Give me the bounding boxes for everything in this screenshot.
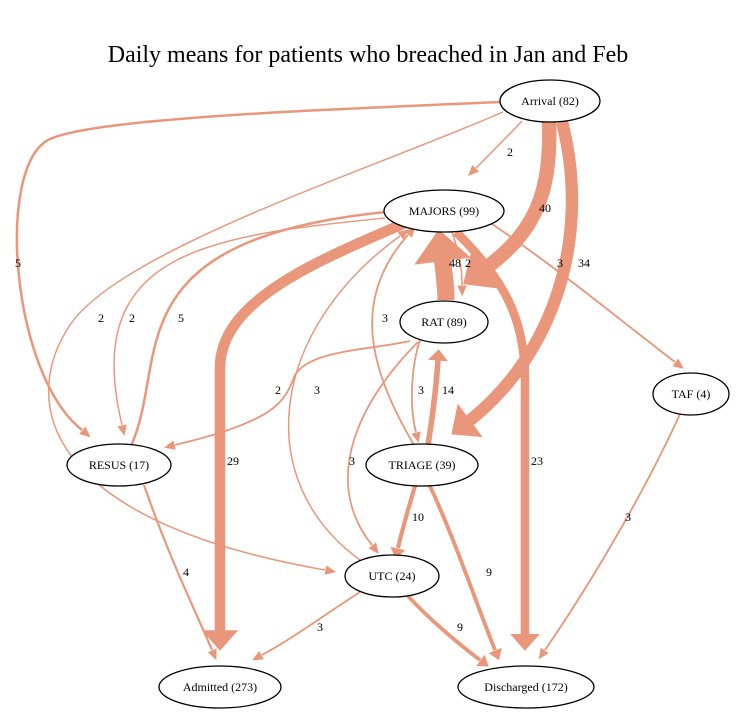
edge-label: 3 — [349, 454, 355, 468]
node-triage: TRIAGE (39) — [365, 443, 479, 487]
edge — [395, 485, 418, 549]
edge-arrowhead — [368, 542, 379, 554]
edge — [129, 210, 387, 447]
node-majors-label: MAJORS (99) — [409, 204, 479, 218]
node-taf: TAF (4) — [652, 372, 730, 416]
edge-label: 3 — [314, 383, 320, 397]
edge-arrowhead — [390, 546, 406, 559]
edge-arrowhead — [672, 358, 684, 369]
edge-arrowhead — [201, 630, 239, 651]
node-utc: UTC (24) — [344, 554, 440, 598]
edge-label: 2 — [129, 311, 135, 325]
edge — [452, 228, 530, 640]
edge-label: 2 — [98, 311, 104, 325]
edge — [475, 120, 523, 169]
edge-label: 10 — [412, 510, 424, 524]
node-taf-label: TAF (4) — [672, 387, 711, 401]
edge-label: 9 — [486, 565, 492, 579]
edge-label: 9 — [457, 620, 463, 634]
nodes-layer: Arrival (82) MAJORS (99) RAT (89) TAF (4… — [66, 79, 730, 709]
edge-arrowhead — [468, 164, 480, 176]
edge-arrowhead — [510, 633, 540, 651]
edge-label: 23 — [531, 454, 543, 468]
node-resus-label: RESUS (17) — [89, 458, 149, 472]
edge — [347, 341, 419, 546]
edge-arrowhead — [414, 229, 471, 265]
node-arrival: Arrival (82) — [499, 79, 601, 123]
edge-label: 3 — [557, 256, 563, 270]
edge-arrowhead — [404, 226, 416, 238]
edge-arrowhead — [164, 440, 176, 450]
edge — [451, 231, 463, 286]
node-discharged: Discharged (172) — [457, 665, 595, 709]
edge-arrowhead — [397, 229, 410, 240]
edge-label: 29 — [227, 454, 239, 468]
node-arrival-label: Arrival (82) — [521, 94, 579, 108]
edge-arrowhead — [488, 647, 502, 661]
edge — [428, 485, 497, 651]
edge — [371, 234, 415, 446]
edge-arrowhead — [207, 648, 217, 661]
edge-arrowhead — [451, 403, 483, 438]
edge — [491, 223, 676, 363]
node-admitted: Admitted (273) — [158, 665, 282, 709]
edge — [15, 100, 501, 431]
edge-label: 2 — [507, 145, 513, 159]
edge-label: 5 — [178, 311, 184, 325]
edge-label: 34 — [578, 256, 590, 270]
edge-label: 3 — [382, 311, 388, 325]
edge — [456, 120, 579, 433]
edge-label: 3 — [418, 383, 424, 397]
edge-label: 3 — [317, 620, 323, 634]
node-majors: MAJORS (99) — [383, 189, 505, 233]
edge-label: 2 — [275, 383, 281, 397]
node-rat-label: RAT (89) — [421, 315, 466, 329]
edge — [406, 594, 482, 662]
edge-arrowhead — [538, 647, 549, 660]
edge — [47, 111, 504, 571]
edge — [214, 218, 408, 640]
edge — [142, 484, 213, 651]
diagram-title: Daily means for patients who breached in… — [108, 42, 629, 68]
edge — [261, 591, 361, 656]
edge — [425, 359, 441, 446]
edge — [174, 340, 411, 446]
edge-arrowhead — [117, 424, 127, 436]
edge-arrowhead — [411, 431, 421, 443]
node-resus: RESUS (17) — [66, 443, 172, 487]
edge-label: 5 — [15, 256, 21, 270]
edge-arrowhead — [79, 426, 91, 438]
node-discharged-label: Discharged (172) — [484, 680, 567, 694]
edge-arrowhead — [457, 285, 467, 297]
node-rat: RAT (89) — [399, 300, 489, 344]
edge-arrowhead — [476, 654, 489, 667]
edge-arrowhead — [252, 651, 264, 661]
edge-label: 40 — [539, 201, 551, 215]
edge — [113, 217, 386, 426]
edge — [544, 413, 681, 651]
edge-label: 48 — [449, 256, 461, 270]
edge-label: 14 — [442, 383, 454, 397]
edge-label: 4 — [183, 565, 189, 579]
edge — [411, 339, 421, 433]
edge-label: 3 — [625, 510, 631, 524]
edge-arrowhead — [427, 349, 448, 362]
edge — [287, 235, 401, 561]
node-utc-label: UTC (24) — [369, 569, 416, 583]
node-triage-label: TRIAGE (39) — [389, 458, 456, 472]
edge-label: 2 — [465, 256, 471, 270]
node-admitted-label: Admitted (273) — [183, 680, 257, 694]
edges-layer — [15, 100, 684, 667]
edge-arrowhead — [324, 565, 337, 575]
